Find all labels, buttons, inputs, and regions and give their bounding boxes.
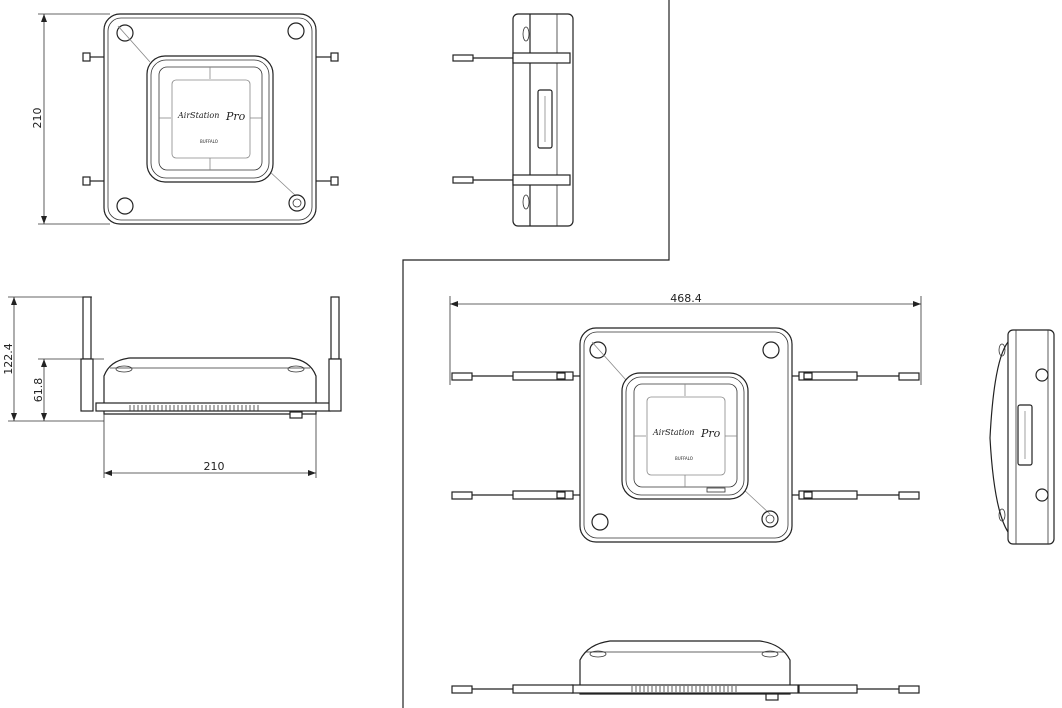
- product-logo-top: AirStation: [177, 111, 219, 120]
- dim-antenna-span: 468.4: [449, 292, 922, 385]
- far-right-side-view: [989, 329, 1055, 545]
- antennas-right-extended: [792, 371, 920, 500]
- right-side-view: [452, 13, 574, 227]
- dim-label-468-4: 468.4: [670, 292, 702, 305]
- front-view: 122.4 61.8: [2, 296, 342, 478]
- antenna-stubs-side-view: [452, 52, 571, 186]
- vents-front-view: [129, 405, 259, 411]
- extended-top-view: 468.4: [449, 292, 922, 543]
- antennas-left-extended: [451, 371, 580, 500]
- antennas-extended-front-view: [451, 684, 920, 694]
- dim-front-view-heights: 122.4 61.8: [2, 296, 104, 422]
- power-knob-extended: [761, 510, 779, 528]
- dim-label-122-4: 122.4: [2, 343, 15, 375]
- dim-top-view-height: 210: [31, 13, 110, 225]
- dim-label-210-horizontal: 210: [204, 460, 225, 473]
- extended-front-view: [451, 640, 920, 701]
- brand-logo-extended: BUFFALO: [675, 456, 693, 461]
- dim-label-61-8: 61.8: [32, 378, 45, 403]
- product-logo-pro-top: Pro: [225, 110, 246, 123]
- dim-front-view-width: 210: [103, 414, 317, 478]
- dim-label-210-vertical: 210: [31, 108, 44, 129]
- frame-lines: [402, 0, 670, 708]
- antenna-stubs-top-view: [82, 52, 339, 186]
- product-logo-pro-extended: Pro: [700, 427, 721, 440]
- antennas-front-view: [80, 296, 342, 412]
- top-view: 210 AirStation Pro: [31, 13, 339, 225]
- brand-logo-top: BUFFALO: [200, 139, 218, 144]
- power-knob-top: [288, 194, 306, 212]
- product-logo-extended: AirStation: [652, 428, 694, 437]
- vents-extended-front-view: [631, 686, 737, 692]
